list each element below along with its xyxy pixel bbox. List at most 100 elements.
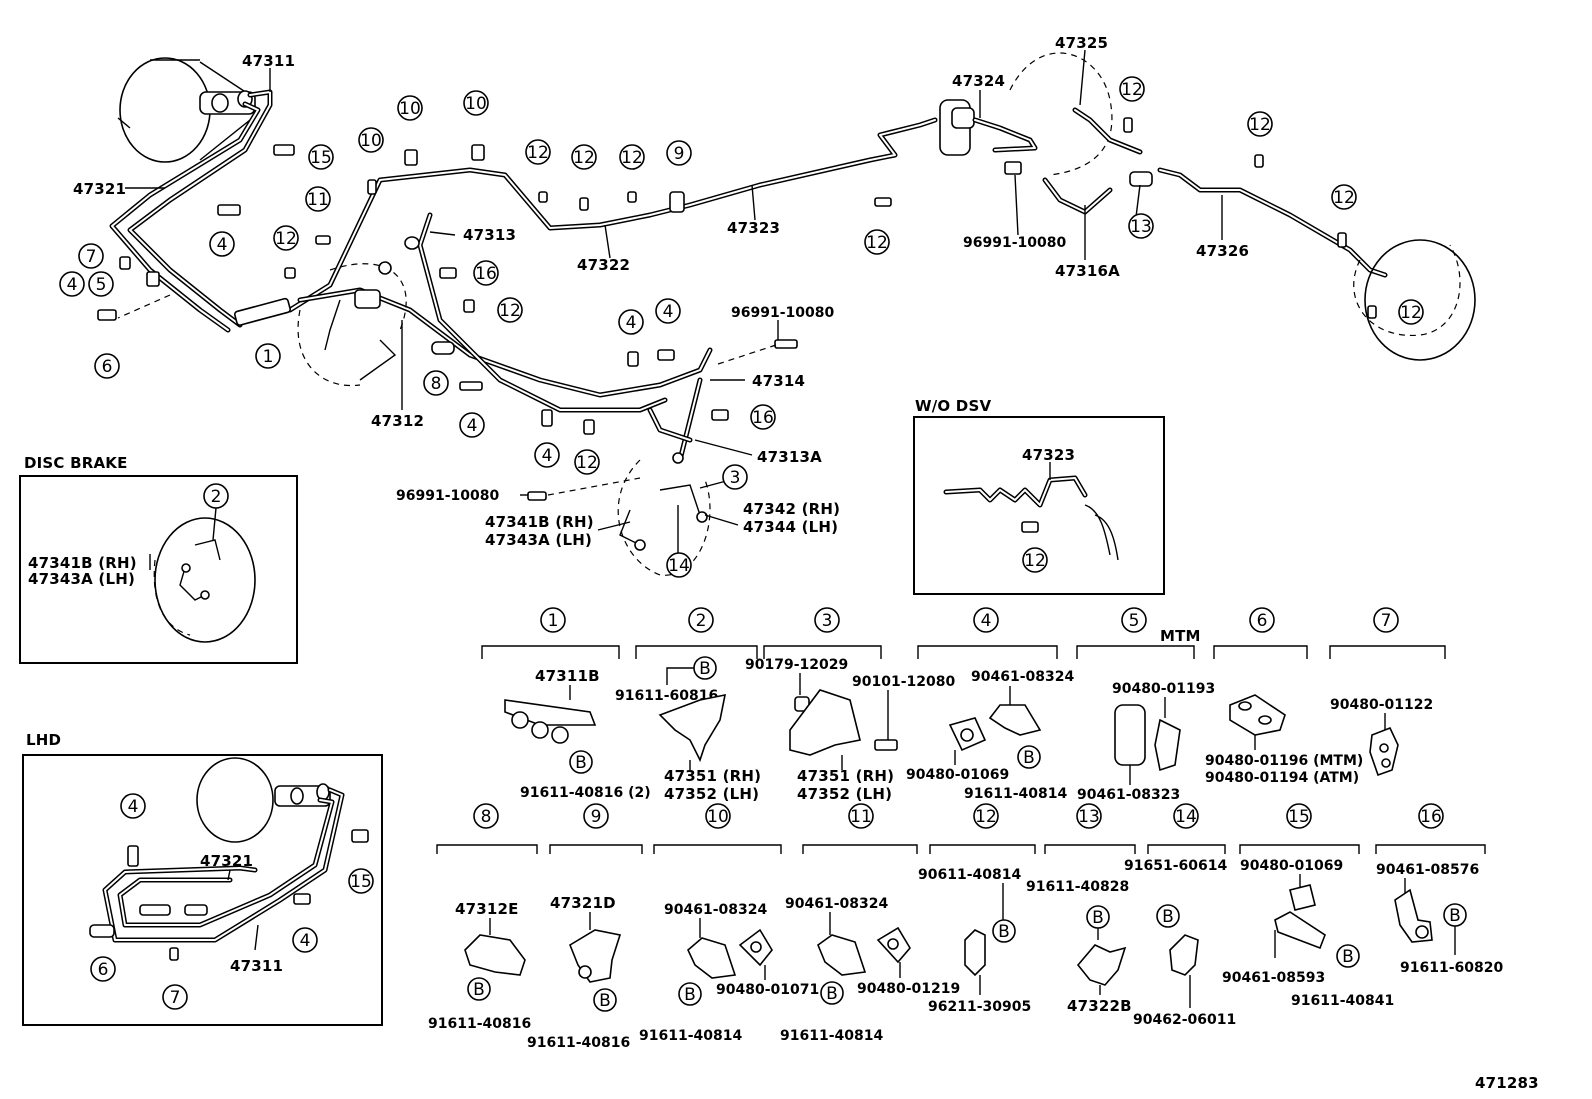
lhd-label-47311: 47311 xyxy=(230,957,283,975)
detail-3-part-47352: 47352 (LH) xyxy=(797,785,892,803)
label-47312: 47312 xyxy=(371,412,424,430)
svg-text:16: 16 xyxy=(752,408,774,428)
detail-1-b-marker: B xyxy=(569,750,593,774)
callout-6: 6 xyxy=(94,353,120,379)
svg-text:8: 8 xyxy=(481,807,492,827)
detail-9-part-91611-40816: 91611-40816 xyxy=(527,1035,630,1051)
detail-16-part-90461-08576: 90461-08576 xyxy=(1376,862,1479,878)
svg-text:14: 14 xyxy=(668,556,690,576)
detail-4: 4 90461-08324 90480-01069 B 91611-40814 xyxy=(906,607,1074,802)
main-callouts: 10 10 10 12 12 12 9 15 11 12 4 7 4 5 6 1… xyxy=(59,76,1424,578)
callout-12j: 12 xyxy=(1331,184,1357,210)
detail-2-part-47352: 47352 (LH) xyxy=(664,785,759,803)
svg-text:12: 12 xyxy=(1400,303,1422,323)
callout-8: 8 xyxy=(423,370,449,396)
svg-text:2: 2 xyxy=(211,487,222,507)
detail-12-part-96211-30905: 96211-30905 xyxy=(928,999,1031,1015)
svg-text:12: 12 xyxy=(275,229,297,249)
svg-text:4: 4 xyxy=(663,302,674,322)
svg-text:1: 1 xyxy=(548,611,559,631)
detail-1-part-91611-40816: 91611-40816 (2) xyxy=(520,785,651,801)
callout-12c: 12 xyxy=(619,144,645,170)
detail-15-b-marker: B xyxy=(1336,944,1360,968)
detail-11-part-90461-08324: 90461-08324 xyxy=(785,896,888,912)
detail-row-2: 8 47312E B 91611-40816 9 47321D B 91611-… xyxy=(428,803,1503,1051)
lhd-inset: LHD 4 4 15 6 7 47321 47311 xyxy=(22,731,383,1026)
detail-11-callout: 11 xyxy=(848,803,874,829)
callout-14: 14 xyxy=(666,552,692,578)
callout-1: 1 xyxy=(255,343,281,369)
svg-text:11: 11 xyxy=(850,807,872,827)
callout-5: 5 xyxy=(88,271,114,297)
callout-16a: 16 xyxy=(473,260,499,286)
callout-7: 7 xyxy=(78,243,104,269)
label-47316a: 47316A xyxy=(1055,262,1120,280)
detail-11-part-91611-40814: 91611-40814 xyxy=(780,1028,883,1044)
callout-4d: 4 xyxy=(618,309,644,335)
detail-13-callout: 13 xyxy=(1076,803,1102,829)
label-47313a: 47313A xyxy=(757,448,822,466)
detail-9-part-47321d: 47321D xyxy=(550,894,616,912)
svg-text:12: 12 xyxy=(866,233,888,253)
lhd-callout-15: 15 xyxy=(348,868,374,894)
svg-text:12: 12 xyxy=(573,148,595,168)
label-47322: 47322 xyxy=(577,256,630,274)
callout-4b: 4 xyxy=(59,271,85,297)
detail-10-part-90480-01071: 90480-01071 xyxy=(716,982,819,998)
detail-13: 13 91611-40828 B 47322B xyxy=(1026,803,1136,1015)
lhd-callout-4b: 4 xyxy=(292,927,318,953)
svg-text:B: B xyxy=(1162,907,1174,927)
detail-1-part-47311b: 47311B xyxy=(535,667,600,685)
disc-brake-title: DISC BRAKE xyxy=(24,454,128,472)
svg-text:B: B xyxy=(998,922,1010,942)
svg-text:12: 12 xyxy=(1249,115,1271,135)
label-47314: 47314 xyxy=(752,372,805,390)
label-47325: 47325 xyxy=(1055,34,1108,52)
pipe-47313-47314 xyxy=(297,212,713,463)
svg-text:B: B xyxy=(1092,908,1104,928)
callout-4f: 4 xyxy=(534,442,560,468)
detail-13-b-marker: B xyxy=(1086,905,1110,929)
disc-brake-callout-2: 2 xyxy=(203,483,229,509)
svg-text:13: 13 xyxy=(1130,217,1152,237)
svg-text:10: 10 xyxy=(707,807,729,827)
disc-brake-inset: DISC BRAKE 2 47341B (RH) 47343A (LH) xyxy=(19,454,298,664)
callout-13: 13 xyxy=(1128,213,1154,239)
detail-15-callout: 15 xyxy=(1286,803,1312,829)
detail-10: 10 90461-08324 90480-01071 B 91611-40814 xyxy=(639,803,819,1044)
detail-16-callout: 16 xyxy=(1418,803,1444,829)
svg-text:7: 7 xyxy=(86,247,97,267)
svg-text:15: 15 xyxy=(1288,807,1310,827)
callout-4e: 4 xyxy=(655,298,681,324)
brake-booster-drawing xyxy=(117,57,256,163)
front-wheel-area xyxy=(233,236,420,387)
svg-text:12: 12 xyxy=(1121,80,1143,100)
svg-text:10: 10 xyxy=(399,99,421,119)
svg-text:1: 1 xyxy=(263,347,274,367)
callout-12h: 12 xyxy=(1119,76,1145,102)
detail-11: 11 90461-08324 90480-01219 B 91611-40814 xyxy=(780,803,960,1044)
svg-text:10: 10 xyxy=(360,131,382,151)
svg-text:12: 12 xyxy=(1333,188,1355,208)
detail-7: 7 90480-01122 xyxy=(1329,607,1446,777)
callout-12i: 12 xyxy=(1247,111,1273,137)
label-47344: 47344 (LH) xyxy=(743,518,838,536)
label-47324: 47324 xyxy=(952,72,1005,90)
svg-text:10: 10 xyxy=(465,94,487,114)
detail-8: 8 47312E B 91611-40816 xyxy=(428,803,538,1032)
svg-text:8: 8 xyxy=(431,374,442,394)
detail-3-part-90179-12029: 90179-12029 xyxy=(745,657,848,673)
callout-16b: 16 xyxy=(750,404,776,430)
detail-13-part-91611-40828: 91611-40828 xyxy=(1026,879,1129,895)
lhd-title: LHD xyxy=(26,731,61,749)
detail-13-part-47322b: 47322B xyxy=(1067,997,1132,1015)
callout-11: 11 xyxy=(305,186,331,212)
detail-11-b-marker: B xyxy=(820,981,844,1005)
label-47323: 47323 xyxy=(727,219,780,237)
detail-5-part-90480-01193: 90480-01193 xyxy=(1112,681,1215,697)
disc-brake-label-47343a: 47343A (LH) xyxy=(28,570,135,588)
detail-2-callout: 2 xyxy=(688,607,714,633)
callout-12a: 12 xyxy=(525,139,551,165)
svg-text:4: 4 xyxy=(467,416,478,436)
detail-8-part-91611-40816: 91611-40816 xyxy=(428,1016,531,1032)
